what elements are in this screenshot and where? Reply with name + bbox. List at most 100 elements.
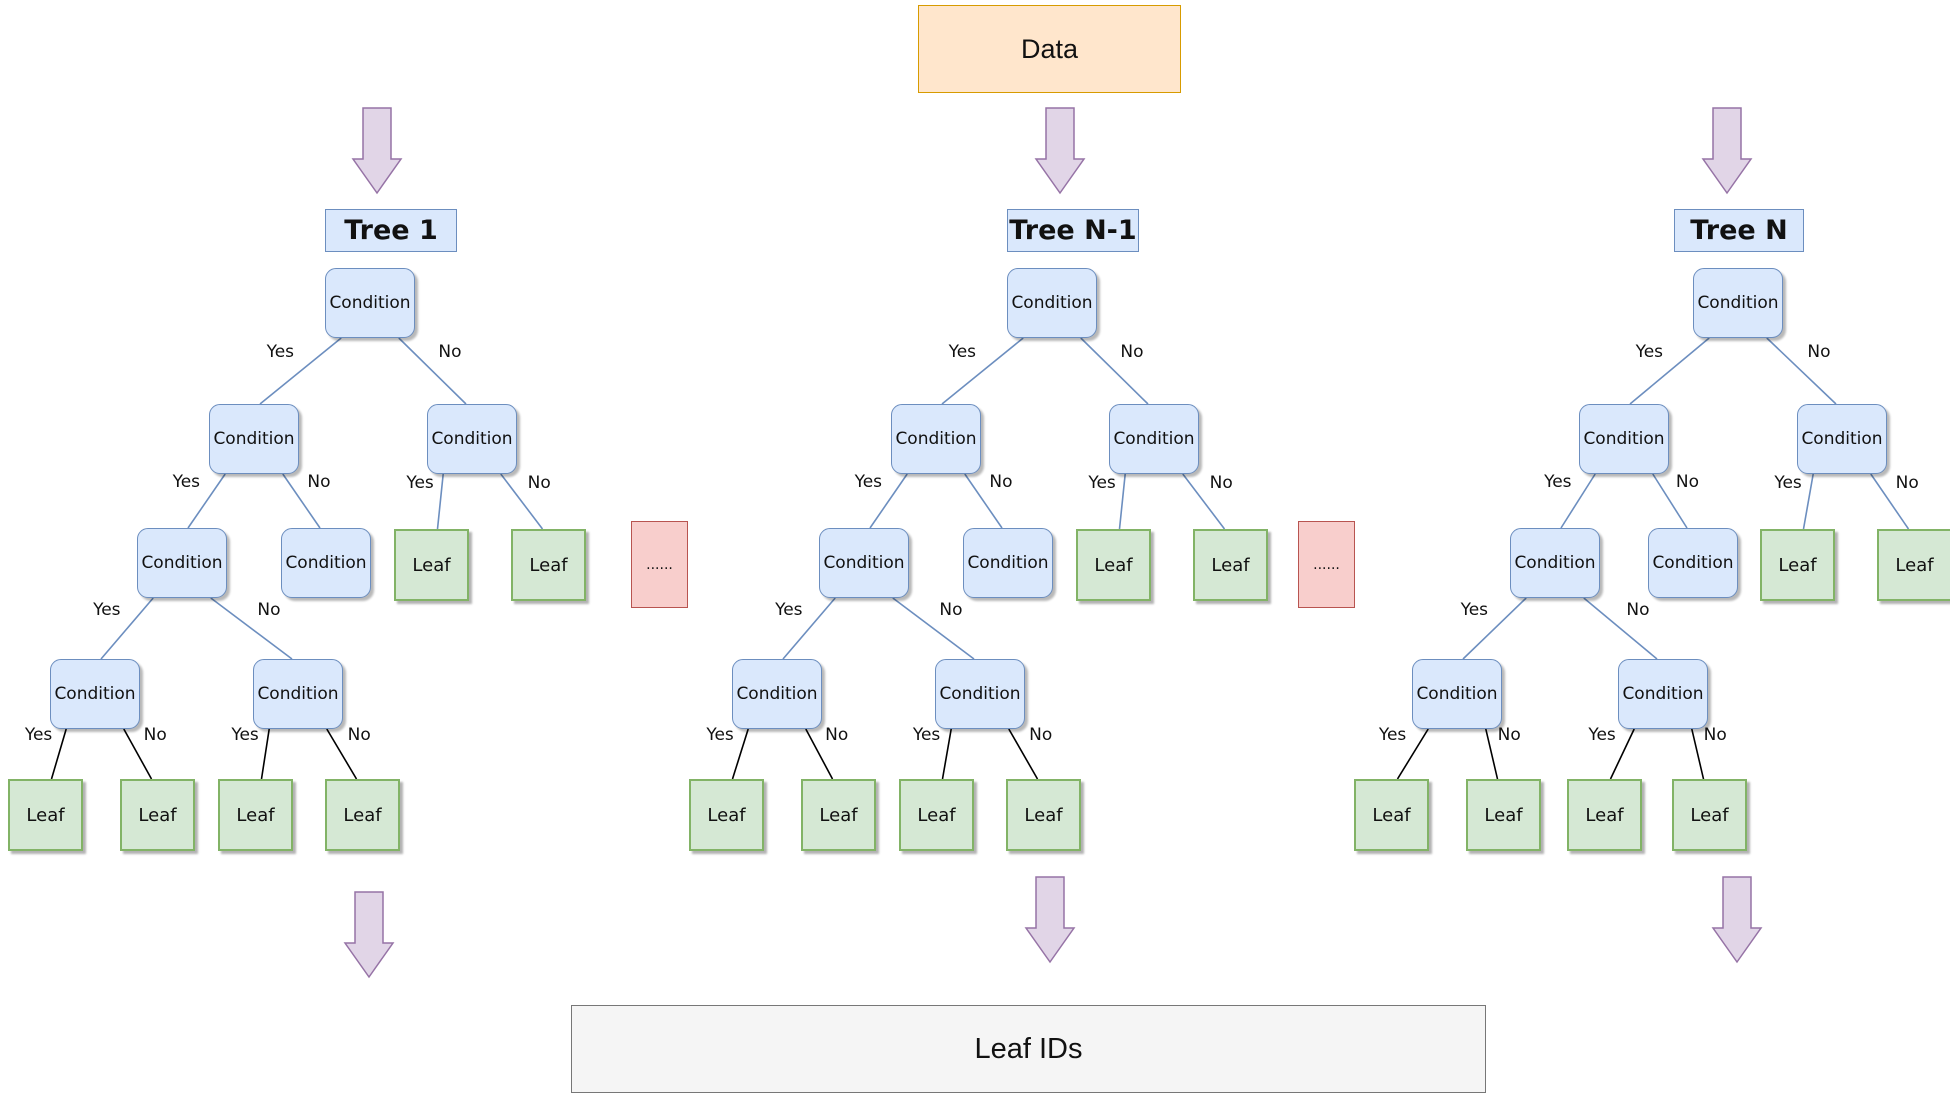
tree-n-no-label: No xyxy=(1497,725,1521,745)
down-arrow-icon xyxy=(351,107,403,195)
tree-n-minus-1-no-label: No xyxy=(989,472,1013,492)
tree-n-minus-1-leaf-node: Leaf xyxy=(1193,529,1268,601)
tree-n-minus-1-yes-label: Yes xyxy=(912,725,941,745)
leaf-label: Leaf xyxy=(26,804,65,826)
tree-n-minus-1-no-label: No xyxy=(1209,472,1233,493)
tree-n-minus-1-edge-no xyxy=(1008,728,1039,780)
tree-n-no-label: No xyxy=(1626,599,1650,620)
leaf-label: Leaf xyxy=(1585,804,1624,826)
tree-1-no-label: No xyxy=(438,342,462,362)
tree-1-no-label: No xyxy=(307,472,331,492)
leaf-label: Leaf xyxy=(236,804,275,826)
tree-n-yes-label: Yes xyxy=(1460,599,1489,620)
tree-n-edge-no xyxy=(1485,728,1499,780)
condition-label: Condition xyxy=(285,553,367,573)
leaf-label: Leaf xyxy=(138,804,177,826)
tree-n-minus-1-edge-no xyxy=(964,473,1003,529)
ellipsis-text-2: ...... xyxy=(1313,556,1340,573)
tree-n-minus-1-edge-yes xyxy=(941,728,952,780)
tree-n-edge-no xyxy=(1691,728,1705,780)
tree-n-minus-1-edge-no xyxy=(805,728,834,780)
tree-n-minus-1-no-label: No xyxy=(939,599,963,620)
tree-n-condition-node: Condition xyxy=(1648,528,1738,598)
tree-1-title-text: Tree 1 xyxy=(344,215,438,246)
condition-label: Condition xyxy=(895,429,977,449)
leaf-label: Leaf xyxy=(819,804,858,826)
tree-n-condition-node: Condition xyxy=(1618,659,1708,729)
tree-1-edge-no xyxy=(398,337,467,405)
tree-n-minus-1-edge-no xyxy=(892,597,975,660)
tree-1-yes-label: Yes xyxy=(93,599,121,620)
tree-1-leaf-node: Leaf xyxy=(325,779,400,851)
tree-1-edge-yes xyxy=(100,597,154,660)
tree-1-condition-node: Condition xyxy=(253,659,343,729)
leaf-label: Leaf xyxy=(1895,554,1934,576)
tree-1-title: Tree 1 xyxy=(325,209,457,252)
tree-1-no-label: No xyxy=(527,472,551,493)
tree-n-minus-1-condition-node: Condition xyxy=(732,659,822,729)
tree-n-no-label: No xyxy=(1675,472,1700,492)
tree-1-condition-node: Condition xyxy=(137,528,227,598)
tree-n-leaf-node: Leaf xyxy=(1354,779,1429,851)
tree-1-yes-label: Yes xyxy=(406,472,434,493)
tree-n-minus-1-no-label: No xyxy=(1029,725,1053,745)
leaf-ids-output-box: Leaf IDs xyxy=(571,1005,1486,1093)
condition-label: Condition xyxy=(1801,429,1883,449)
tree-1-condition-node: Condition xyxy=(281,528,371,598)
tree-n-minus-1-leaf-node: Leaf xyxy=(1076,529,1151,601)
tree-n-condition-node: Condition xyxy=(1412,659,1502,729)
tree-n-minus-1-condition-node: Condition xyxy=(891,404,981,474)
tree-n-no-label: No xyxy=(1895,472,1919,493)
tree-n-minus-1-condition-node: Condition xyxy=(1109,404,1199,474)
tree-n-minus-1-leaf-node: Leaf xyxy=(899,779,974,851)
tree-1-yes-label: Yes xyxy=(172,472,201,492)
tree-n-edge-no xyxy=(1766,337,1837,405)
condition-label: Condition xyxy=(967,553,1049,573)
tree-n-condition-node: Condition xyxy=(1579,404,1669,474)
tree-n-condition-node: Condition xyxy=(1510,528,1600,598)
tree-n-minus-1-leaf-node: Leaf xyxy=(801,779,876,851)
tree-n-minus-1-condition-node: Condition xyxy=(935,659,1025,729)
leaf-label: Leaf xyxy=(1211,554,1250,576)
tree-n-condition-node: Condition xyxy=(1693,268,1783,338)
tree-n-minus-1-no-label: No xyxy=(825,725,849,745)
tree-1-no-label: No xyxy=(257,599,281,620)
tree-n-title-text: Tree N xyxy=(1690,215,1788,246)
tree-n-minus-1-leaf-node: Leaf xyxy=(689,779,764,851)
tree-n-yes-label: Yes xyxy=(1774,472,1802,493)
condition-label: Condition xyxy=(1652,553,1734,573)
tree-n-minus-1-edge-yes xyxy=(1118,473,1126,530)
tree-n-edge-no xyxy=(1870,473,1910,530)
tree-1-leaf-node: Leaf xyxy=(394,529,469,601)
tree-1-edge-no xyxy=(210,597,293,660)
tree-1-edge-yes xyxy=(260,728,270,780)
tree-n-minus-1-yes-label: Yes xyxy=(706,725,734,745)
condition-label: Condition xyxy=(257,684,339,704)
leaf-label: Leaf xyxy=(1690,804,1729,826)
leaf-label: Leaf xyxy=(707,804,746,826)
tree-n-minus-1-title: Tree N-1 xyxy=(1007,209,1139,252)
tree-1-leaf-node: Leaf xyxy=(218,779,293,851)
condition-label: Condition xyxy=(1113,429,1195,449)
leaf-label: Leaf xyxy=(1094,554,1133,576)
tree-1-no-label: No xyxy=(143,725,167,745)
tree-1-edge-no xyxy=(500,473,544,530)
tree-n-leaf-node: Leaf xyxy=(1466,779,1541,851)
tree-n-edge-no xyxy=(1583,597,1658,660)
leaf-label: Leaf xyxy=(412,554,451,576)
tree-n-edge-yes xyxy=(1609,728,1635,780)
down-arrow-icon xyxy=(343,891,395,979)
tree-n-yes-label: Yes xyxy=(1378,725,1407,745)
tree-n-minus-1-condition-node: Condition xyxy=(963,528,1053,598)
condition-label: Condition xyxy=(1416,684,1498,704)
tree-n-leaf-node: Leaf xyxy=(1877,529,1950,601)
tree-n-minus-1-yes-label: Yes xyxy=(854,472,883,492)
tree-1-edge-no xyxy=(123,728,153,780)
tree-1-condition-node: Condition xyxy=(427,404,517,474)
tree-n-minus-1-yes-label: Yes xyxy=(1088,472,1116,493)
tree-n-yes-label: Yes xyxy=(1588,725,1616,745)
leaf-label: Leaf xyxy=(1372,804,1411,826)
tree-n-edge-yes xyxy=(1396,728,1429,780)
